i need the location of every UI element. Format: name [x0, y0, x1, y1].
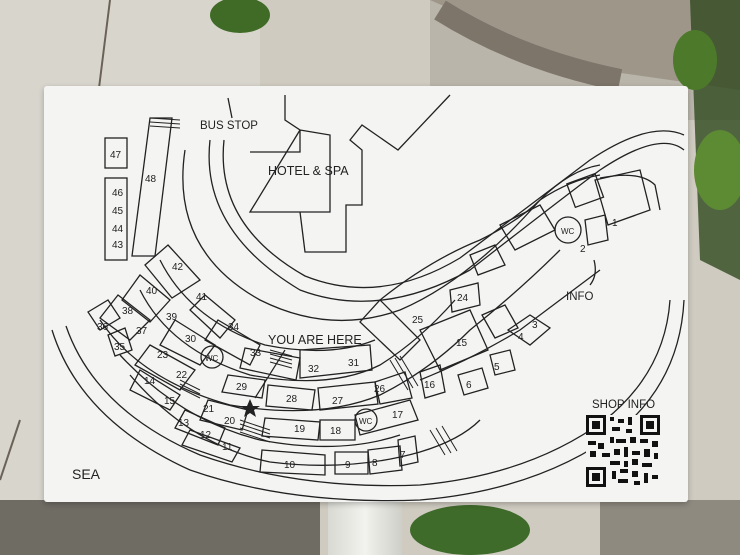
unit-22: 22	[176, 370, 188, 381]
unit-18: 18	[330, 426, 342, 437]
unit-38: 38	[122, 306, 134, 317]
unit-35: 35	[114, 342, 126, 353]
unit-39: 39	[166, 312, 178, 323]
unit-11: 11	[222, 442, 233, 453]
unit-13: 13	[178, 418, 190, 429]
info-label: INFO	[566, 291, 594, 303]
unit-8: 8	[372, 458, 378, 469]
unit-24: 24	[457, 293, 469, 304]
unit-6: 6	[466, 380, 472, 391]
unit-40: 40	[146, 286, 158, 297]
unit-30: 30	[185, 334, 197, 345]
unit-17: 17	[392, 410, 404, 421]
unit-33: 33	[250, 348, 262, 359]
unit-29: 29	[236, 382, 248, 393]
unit-1: 1	[612, 218, 618, 229]
sign-post	[328, 500, 402, 555]
unit-32: 32	[308, 364, 320, 375]
unit-36: 36	[97, 322, 109, 333]
you-are-here-star-icon	[240, 399, 260, 417]
unit-42: 42	[172, 262, 184, 273]
unit-43: 43	[112, 240, 124, 251]
unit-15b: 15	[456, 338, 468, 349]
sea-label: SEA	[72, 466, 101, 482]
map-sign-board	[44, 86, 688, 502]
bus-stop-label: BUS STOP	[200, 120, 258, 132]
wc-label-2: WC	[205, 354, 219, 363]
wc-label-3: WC	[359, 417, 373, 426]
shop-info-label: SHOP INFO	[592, 399, 655, 411]
unit-37: 37	[136, 326, 148, 337]
hotel-spa-label: HOTEL & SPA	[268, 164, 349, 178]
unit-21: 21	[203, 404, 215, 415]
unit-34: 34	[228, 322, 240, 333]
unit-26: 26	[374, 384, 386, 395]
unit-41: 41	[196, 292, 208, 303]
unit-27: 27	[332, 396, 344, 407]
unit-28: 28	[286, 394, 298, 405]
unit-23: 23	[157, 350, 169, 361]
unit-16: 16	[424, 380, 436, 391]
unit-20: 20	[224, 416, 236, 427]
wc-label-1: WC	[561, 227, 575, 236]
unit-2: 2	[580, 244, 586, 255]
unit-15: 15	[164, 396, 176, 407]
you-are-here-label: YOU ARE HERE	[268, 333, 362, 347]
unit-9: 9	[345, 460, 351, 471]
unit-3: 3	[532, 320, 538, 331]
unit-12: 12	[200, 430, 212, 441]
unit-31: 31	[348, 358, 360, 369]
unit-46: 46	[112, 188, 124, 199]
unit-47: 47	[110, 150, 122, 161]
unit-5: 5	[494, 362, 500, 373]
unit-19: 19	[294, 424, 306, 435]
unit-25: 25	[412, 315, 424, 326]
unit-14: 14	[144, 376, 156, 387]
unit-44: 44	[112, 224, 124, 235]
unit-48: 48	[145, 174, 157, 185]
unit-7: 7	[400, 450, 406, 461]
unit-45: 45	[112, 206, 124, 217]
qr-code-icon	[586, 415, 660, 487]
unit-10: 10	[284, 460, 296, 471]
unit-4: 4	[518, 332, 524, 343]
